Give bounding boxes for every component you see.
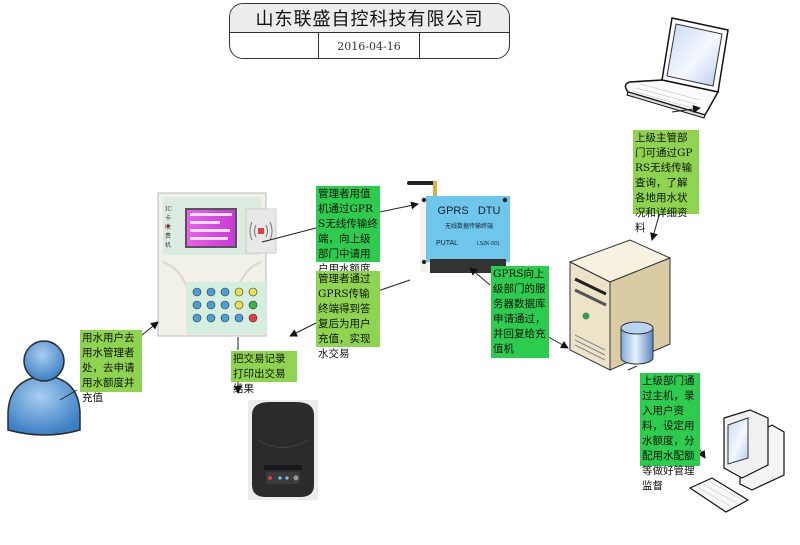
date-label: 2016-04-16 <box>319 33 420 58</box>
date-row: 2016-04-16 <box>230 33 509 58</box>
title-cell-empty-left <box>230 33 319 58</box>
connector-dtu-note <box>374 279 411 293</box>
title-block: 山东联盛自控科技有限公司 2016-04-16 <box>229 3 510 59</box>
company-name: 山东联盛自控科技有限公司 <box>230 4 509 33</box>
server-icon <box>568 239 672 371</box>
recharge-machine-icon <box>157 192 277 337</box>
note-print-record: 把交易记录打印出交易结果 <box>231 351 297 395</box>
connector-db-note <box>627 365 638 371</box>
dtu-model: LSZK-001 <box>477 241 500 247</box>
arrow-note-to-pc <box>697 449 706 459</box>
arrow-note-to-machine-reply <box>289 321 319 337</box>
gprs-dtu-device <box>407 181 510 273</box>
database-icon <box>620 321 654 365</box>
dtu-title: GPRS DTU <box>437 205 501 217</box>
arrow-note-to-server-top <box>650 211 661 241</box>
laptop-icon <box>624 17 729 119</box>
arrow-note-to-machine <box>141 321 159 336</box>
receipt-printer-icon <box>248 400 318 500</box>
desktop-pc-icon <box>688 409 785 513</box>
dtu-subtitle: 无线数据传输终端 <box>444 223 493 230</box>
arrow-note-to-dtu-reply <box>469 267 491 286</box>
dtu-brand: PUTAL <box>436 240 459 247</box>
note-user-apply: 用水用户去用水管理者处，去申请用水额度并充值 <box>80 330 142 404</box>
note-admin-laptop: 上级主管部门可通过GPRS无线传输查询，了解各地用水状况和详细资料 <box>633 130 699 234</box>
user-avatar-icon <box>7 340 81 436</box>
note-recharge-user: 管理者通过GPRS传输终端得到答复后为用户充值，实现水交易 <box>316 271 380 360</box>
connector-machine-note <box>261 227 317 243</box>
connectors <box>59 105 706 459</box>
recharger-side-label: IC卡收费机 <box>165 206 172 249</box>
arrow-note-to-dtu <box>379 201 419 213</box>
arrow-note-to-laptop <box>671 105 701 113</box>
note-request-quota: 管理者用值机通过GPRS无线传输终端，向上级部门中请用户用水额度 <box>316 186 380 275</box>
note-dtu-server: GPRS向上级部门的服务器数据库申请通过，并回复给充值机 <box>491 266 549 358</box>
keypad <box>192 287 258 323</box>
note-host-manage: 上级部门通过主机，录入用户资料，设定用水额度，分配用水配额等做好管理监督 <box>640 373 700 492</box>
connector-user-note <box>59 389 78 401</box>
